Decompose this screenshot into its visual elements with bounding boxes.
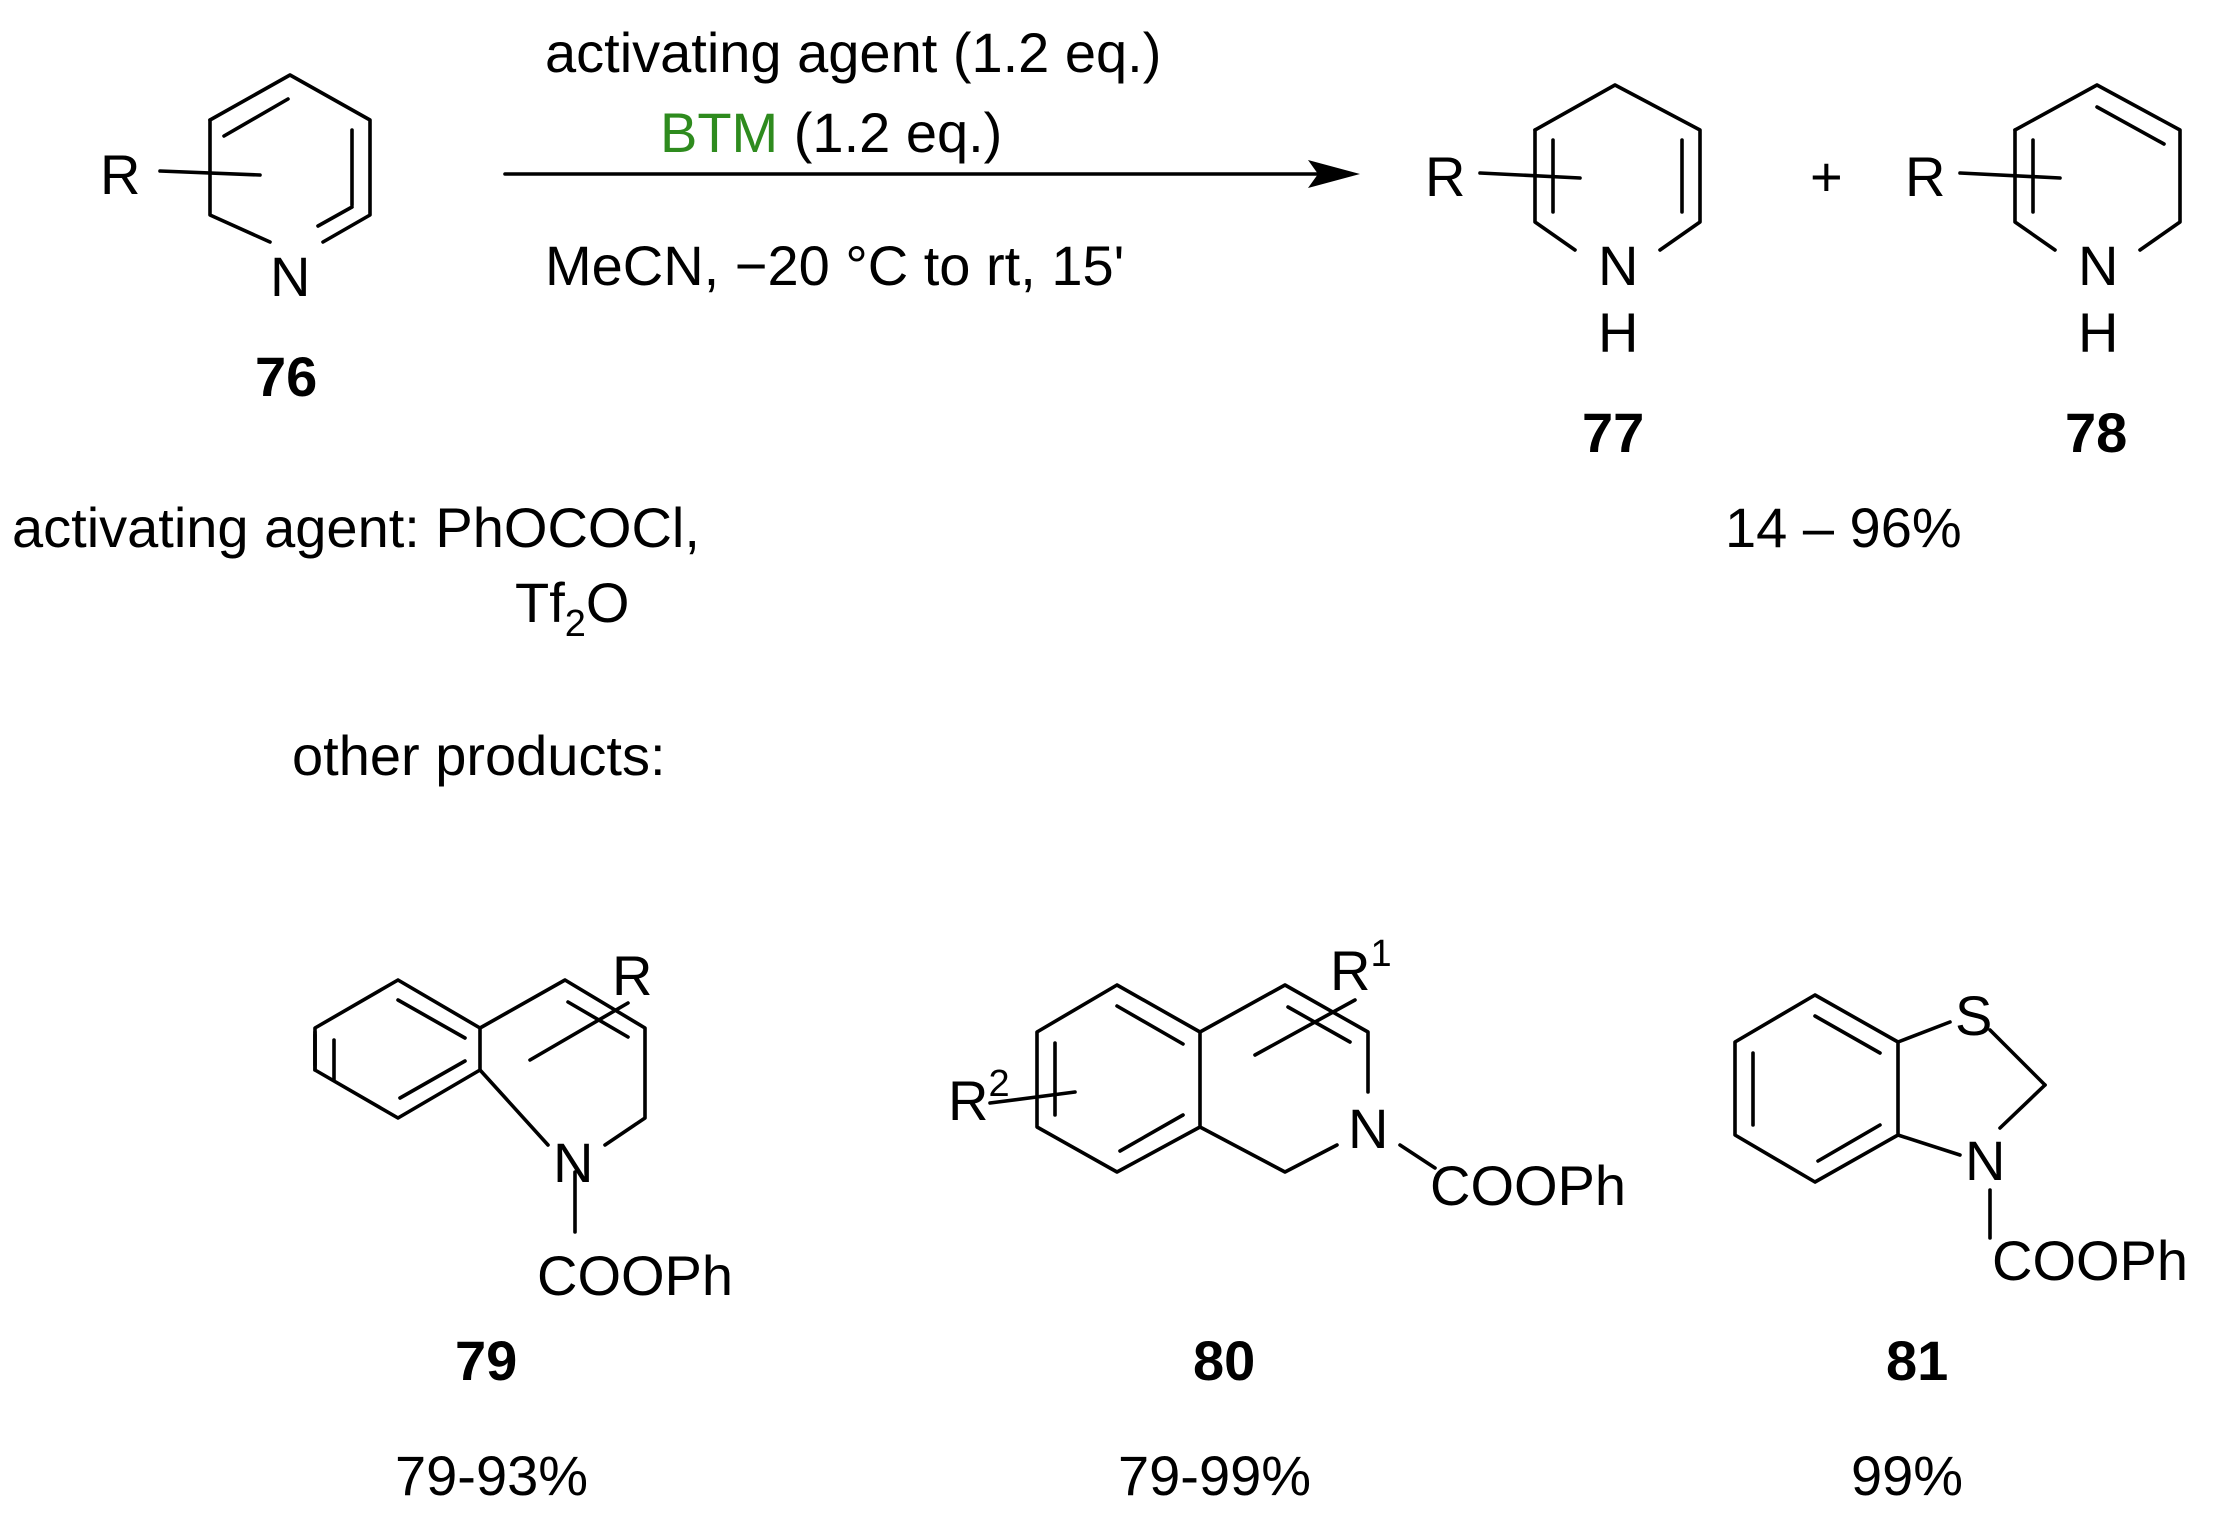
compound-number-77: 77 (1582, 401, 1644, 464)
r2-r: R (948, 1069, 988, 1132)
other-products-label: other products: (292, 724, 666, 787)
compound-number-76: 76 (255, 345, 317, 408)
tf-text: Tf (515, 571, 565, 634)
yield-range-77-78: 14 – 96% (1725, 496, 1962, 559)
quinoline-scaffold (313, 978, 647, 1234)
nitrogen-label: N (553, 1131, 593, 1194)
activating-agent-label: activating agent: PhOCOCl, (12, 496, 700, 559)
r-substituent-label: R (1905, 145, 1945, 208)
r-substituent-label: R (612, 944, 652, 1007)
coophe-substituent: COOPh (1992, 1229, 2188, 1292)
compound-80: R1 R2 N COOPh 80 79-99% (948, 933, 1626, 1507)
nitrogen-label: N (2078, 234, 2118, 297)
r-substituent-label: R (100, 143, 140, 206)
r1-superscript: 1 (1370, 933, 1391, 975)
nh-hydrogen-label: H (1598, 301, 1638, 364)
pyridine-ring (158, 73, 372, 244)
yield-81: 99% (1851, 1444, 1963, 1507)
sulfur-label: S (1955, 984, 1992, 1047)
compound-79: R N COOPh 79 79-93% (313, 944, 733, 1507)
compound-77: R N H 77 (1425, 83, 1702, 464)
dihydropyridine-ring-77 (1478, 83, 1702, 252)
dihydropyridine-ring-78 (1958, 83, 2182, 252)
activating-agent-note: activating agent: PhOCOCl, Tf2O (12, 496, 700, 645)
compound-76: R N 76 (100, 73, 372, 408)
r-substituent-label: R (1425, 145, 1465, 208)
compound-number-78: 78 (2065, 401, 2127, 464)
compound-number-79: 79 (455, 1329, 517, 1392)
plus-sign: + (1810, 145, 1843, 208)
tf-subscript: 2 (565, 603, 586, 645)
compound-number-80: 80 (1193, 1329, 1255, 1392)
yield-79: 79-93% (395, 1444, 588, 1507)
nitrogen-label: N (1598, 234, 1638, 297)
reaction-arrow-group: activating agent (1.2 eq.) BTM (1.2 eq.)… (503, 21, 1360, 297)
compound-78: R N H 78 (1905, 83, 2182, 464)
nitrogen-label: N (1965, 1129, 2005, 1192)
r2-superscript: 2 (988, 1063, 1009, 1105)
tf2o-label: Tf2O (515, 571, 629, 645)
yield-80: 79-99% (1118, 1444, 1311, 1507)
reagent-line-btm: BTM (1.2 eq.) (660, 101, 1002, 164)
nitrogen-label: N (1348, 1097, 1388, 1160)
r1-substituent-label: R1 (1330, 933, 1392, 1002)
coophe-substituent: COOPh (1430, 1154, 1626, 1217)
isoquinoline-scaffold (988, 983, 1437, 1174)
benzothiazoline-scaffold (1733, 993, 2047, 1240)
compound-81: S N COOPh 81 99% (1733, 984, 2188, 1507)
compound-number-81: 81 (1886, 1329, 1948, 1392)
nitrogen-label: N (270, 245, 310, 308)
coophe-substituent: COOPh (537, 1244, 733, 1307)
tf-oxygen: O (586, 571, 630, 634)
btm-label: BTM (660, 101, 778, 164)
btm-equivalents: (1.2 eq.) (778, 101, 1002, 164)
r1-r: R (1330, 939, 1370, 1002)
nh-hydrogen-label: H (2078, 301, 2118, 364)
reaction-arrow-head (1308, 160, 1360, 188)
r2-substituent-label: R2 (948, 1063, 1010, 1132)
reaction-conditions: MeCN, −20 °C to rt, 15' (545, 234, 1124, 297)
reagent-line-activating-agent: activating agent (1.2 eq.) (545, 21, 1161, 84)
